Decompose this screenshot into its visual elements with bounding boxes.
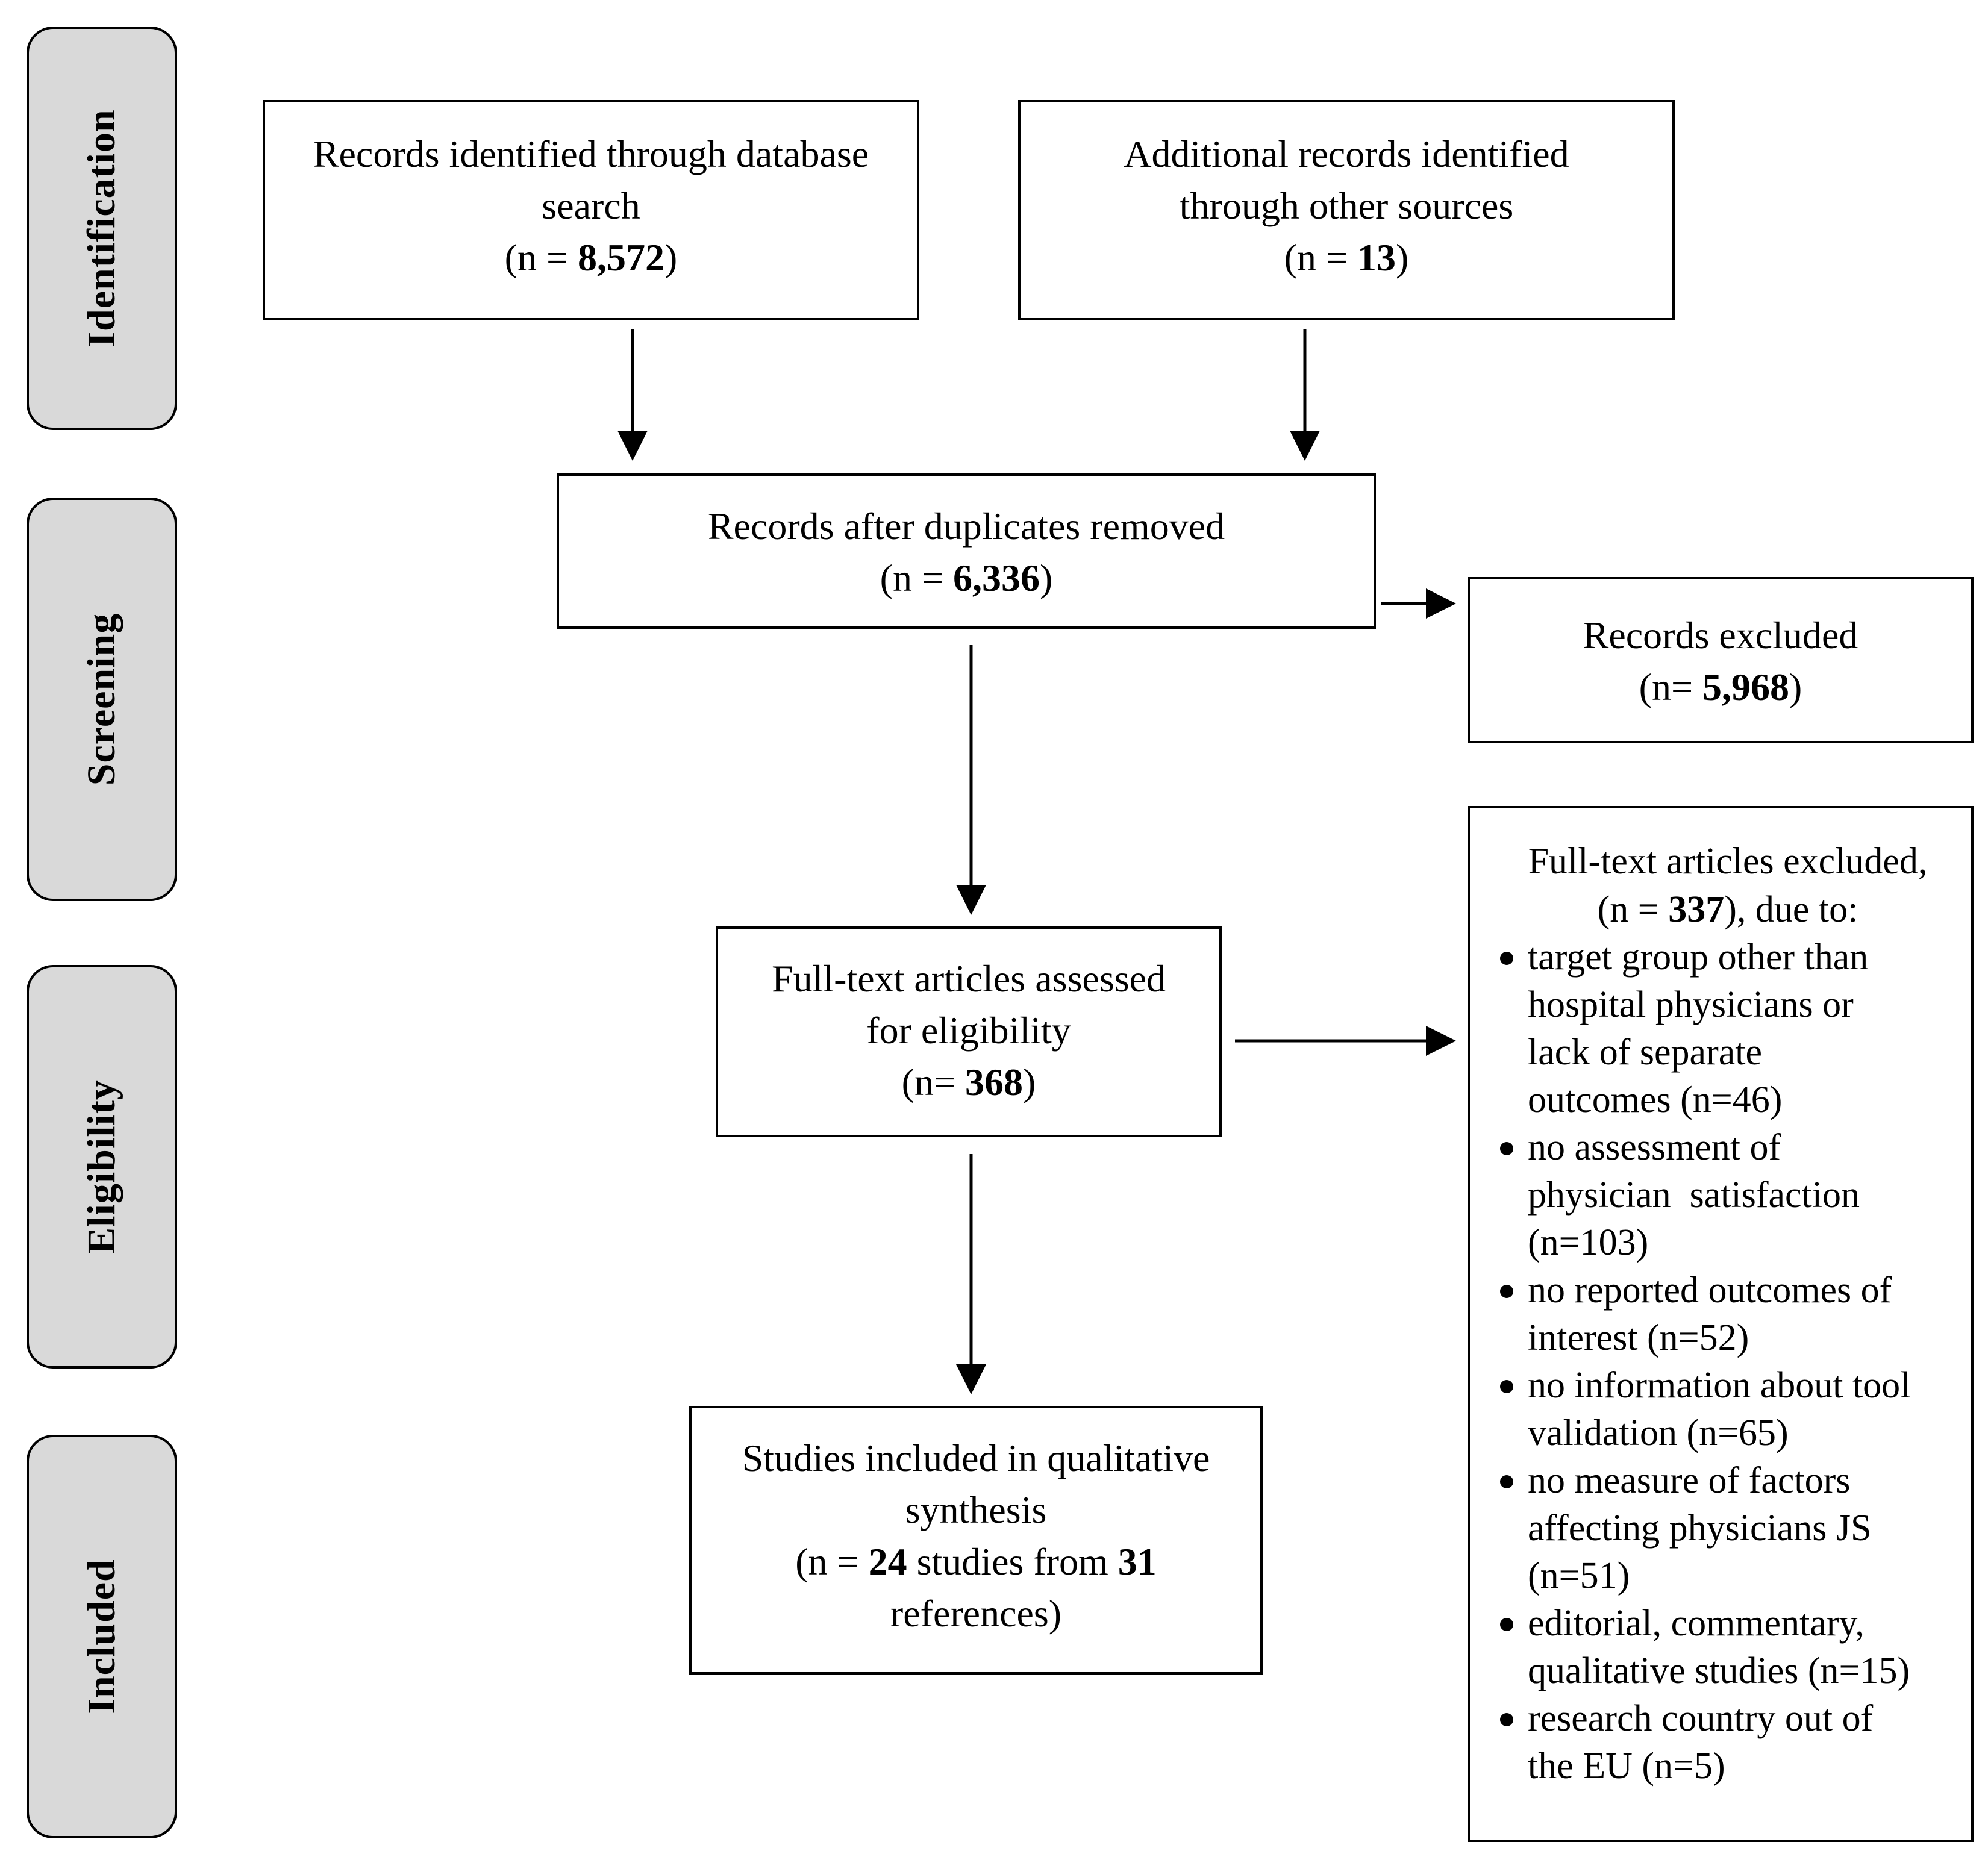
exclusion-reason: editorial, commentary, qualitative studi…	[1496, 1600, 1959, 1695]
other-sources-box: Additional records identified through ot…	[1018, 100, 1675, 320]
records-excluded-count: 5,968	[1702, 666, 1790, 708]
full-text-assessed-line1: Full-text articles assessed	[771, 957, 1166, 1000]
reason-line: interest (n=52)	[1528, 1317, 1749, 1358]
full-text-excluded-header: Full-text articles excluded, (n = 337), …	[1496, 837, 1959, 934]
database-search-line1: Records identified through database	[313, 133, 869, 175]
reason-line: no information about tool	[1528, 1365, 1911, 1406]
other-sources-line1: Additional records identified	[1124, 133, 1569, 175]
count-prefix: (n=	[901, 1061, 966, 1103]
included-studies-count-line: (n = 24 studies from 31	[692, 1536, 1260, 1588]
reason-line: research country out of	[1528, 1698, 1874, 1739]
reason-line: target group other than	[1528, 937, 1869, 978]
reason-line: outcomes (n=46)	[1528, 1079, 1783, 1120]
reason-line: the EU (n=5)	[1528, 1746, 1725, 1787]
count-suffix: )	[1040, 557, 1053, 599]
reason-line: no reported outcomes of	[1528, 1270, 1892, 1311]
count-prefix: (n =	[1284, 236, 1358, 279]
included-studies-line4: references)	[890, 1592, 1062, 1635]
exclusion-reason: no assessment of physician satisfaction …	[1496, 1124, 1959, 1267]
duplicates-removed-count: 6,336	[953, 557, 1040, 599]
phase-identification: Identification	[27, 27, 177, 430]
duplicates-removed-count-line: (n = 6,336)	[559, 552, 1374, 604]
phase-eligibility: Eligibility	[27, 965, 177, 1369]
duplicates-removed-box: Records after duplicates removed (n = 6,…	[557, 473, 1376, 629]
exclusion-reason: no information about tool validation (n=…	[1496, 1362, 1959, 1457]
reason-line: affecting physicians JS	[1528, 1508, 1872, 1549]
included-studies-count: 24	[868, 1540, 907, 1583]
duplicates-removed-line1: Records after duplicates removed	[707, 505, 1225, 548]
full-text-assessed-count: 368	[965, 1061, 1024, 1103]
records-excluded-line1: Records excluded	[1583, 614, 1858, 657]
included-references-count: 31	[1117, 1540, 1157, 1583]
reason-line: lack of separate	[1528, 1032, 1762, 1073]
full-text-excluded-count-line: (n = 337), due to:	[1496, 885, 1959, 934]
other-sources-count: 13	[1357, 236, 1396, 279]
full-text-excluded-head1: Full-text articles excluded,	[1528, 841, 1928, 882]
other-sources-line2: through other sources	[1179, 184, 1514, 227]
exclusion-reason: no measure of factors affecting physicia…	[1496, 1457, 1959, 1600]
count-prefix: (n=	[1639, 666, 1703, 708]
reason-line: (n=103)	[1528, 1222, 1649, 1263]
other-sources-count-line: (n = 13)	[1021, 232, 1672, 284]
database-search-count-line: (n = 8,572)	[265, 232, 917, 284]
count-prefix: (n =	[504, 236, 578, 279]
count-suffix: )	[664, 236, 678, 279]
reason-line: (n=51)	[1528, 1555, 1630, 1596]
included-studies-line2: synthesis	[905, 1488, 1047, 1531]
phase-included: Included	[27, 1435, 177, 1838]
count-suffix: ), due to:	[1724, 889, 1858, 930]
exclusion-reasons-list: target group other than hospital physici…	[1496, 934, 1959, 1790]
reason-line: no assessment of	[1528, 1127, 1781, 1168]
database-search-box: Records identified through database sear…	[263, 100, 919, 320]
records-excluded-box: Records excluded (n= 5,968)	[1468, 577, 1974, 743]
reason-line: no measure of factors	[1528, 1460, 1851, 1501]
reason-line: physician satisfaction	[1528, 1175, 1860, 1216]
full-text-excluded-count: 337	[1668, 889, 1725, 930]
full-text-excluded-box: Full-text articles excluded, (n = 337), …	[1468, 806, 1974, 1842]
reason-line: editorial, commentary,	[1528, 1603, 1865, 1644]
count-middle: studies from	[907, 1540, 1118, 1583]
full-text-assessed-line2: for eligibility	[866, 1009, 1071, 1052]
included-studies-line1: Studies included in qualitative	[742, 1437, 1210, 1479]
reason-line: hospital physicians or	[1528, 984, 1854, 1025]
full-text-assessed-count-line: (n= 368)	[718, 1057, 1219, 1108]
full-text-assessed-box: Full-text articles assessed for eligibil…	[716, 926, 1222, 1137]
reason-line: qualitative studies (n=15)	[1528, 1650, 1910, 1691]
database-search-count: 8,572	[578, 236, 665, 279]
included-studies-box: Studies included in qualitative synthesi…	[689, 1406, 1263, 1675]
count-prefix: (n =	[1597, 889, 1669, 930]
count-prefix: (n =	[880, 557, 954, 599]
exclusion-reason: research country out of the EU (n=5)	[1496, 1695, 1959, 1790]
count-suffix: )	[1789, 666, 1802, 708]
count-suffix: )	[1023, 1061, 1036, 1103]
reason-line: validation (n=65)	[1528, 1412, 1789, 1453]
phase-screening: Screening	[27, 498, 177, 901]
count-suffix: )	[1396, 236, 1409, 279]
count-prefix: (n =	[795, 1540, 869, 1583]
database-search-line2: search	[542, 184, 640, 227]
exclusion-reason: target group other than hospital physici…	[1496, 934, 1959, 1124]
exclusion-reason: no reported outcomes of interest (n=52)	[1496, 1267, 1959, 1362]
records-excluded-count-line: (n= 5,968)	[1470, 661, 1971, 713]
